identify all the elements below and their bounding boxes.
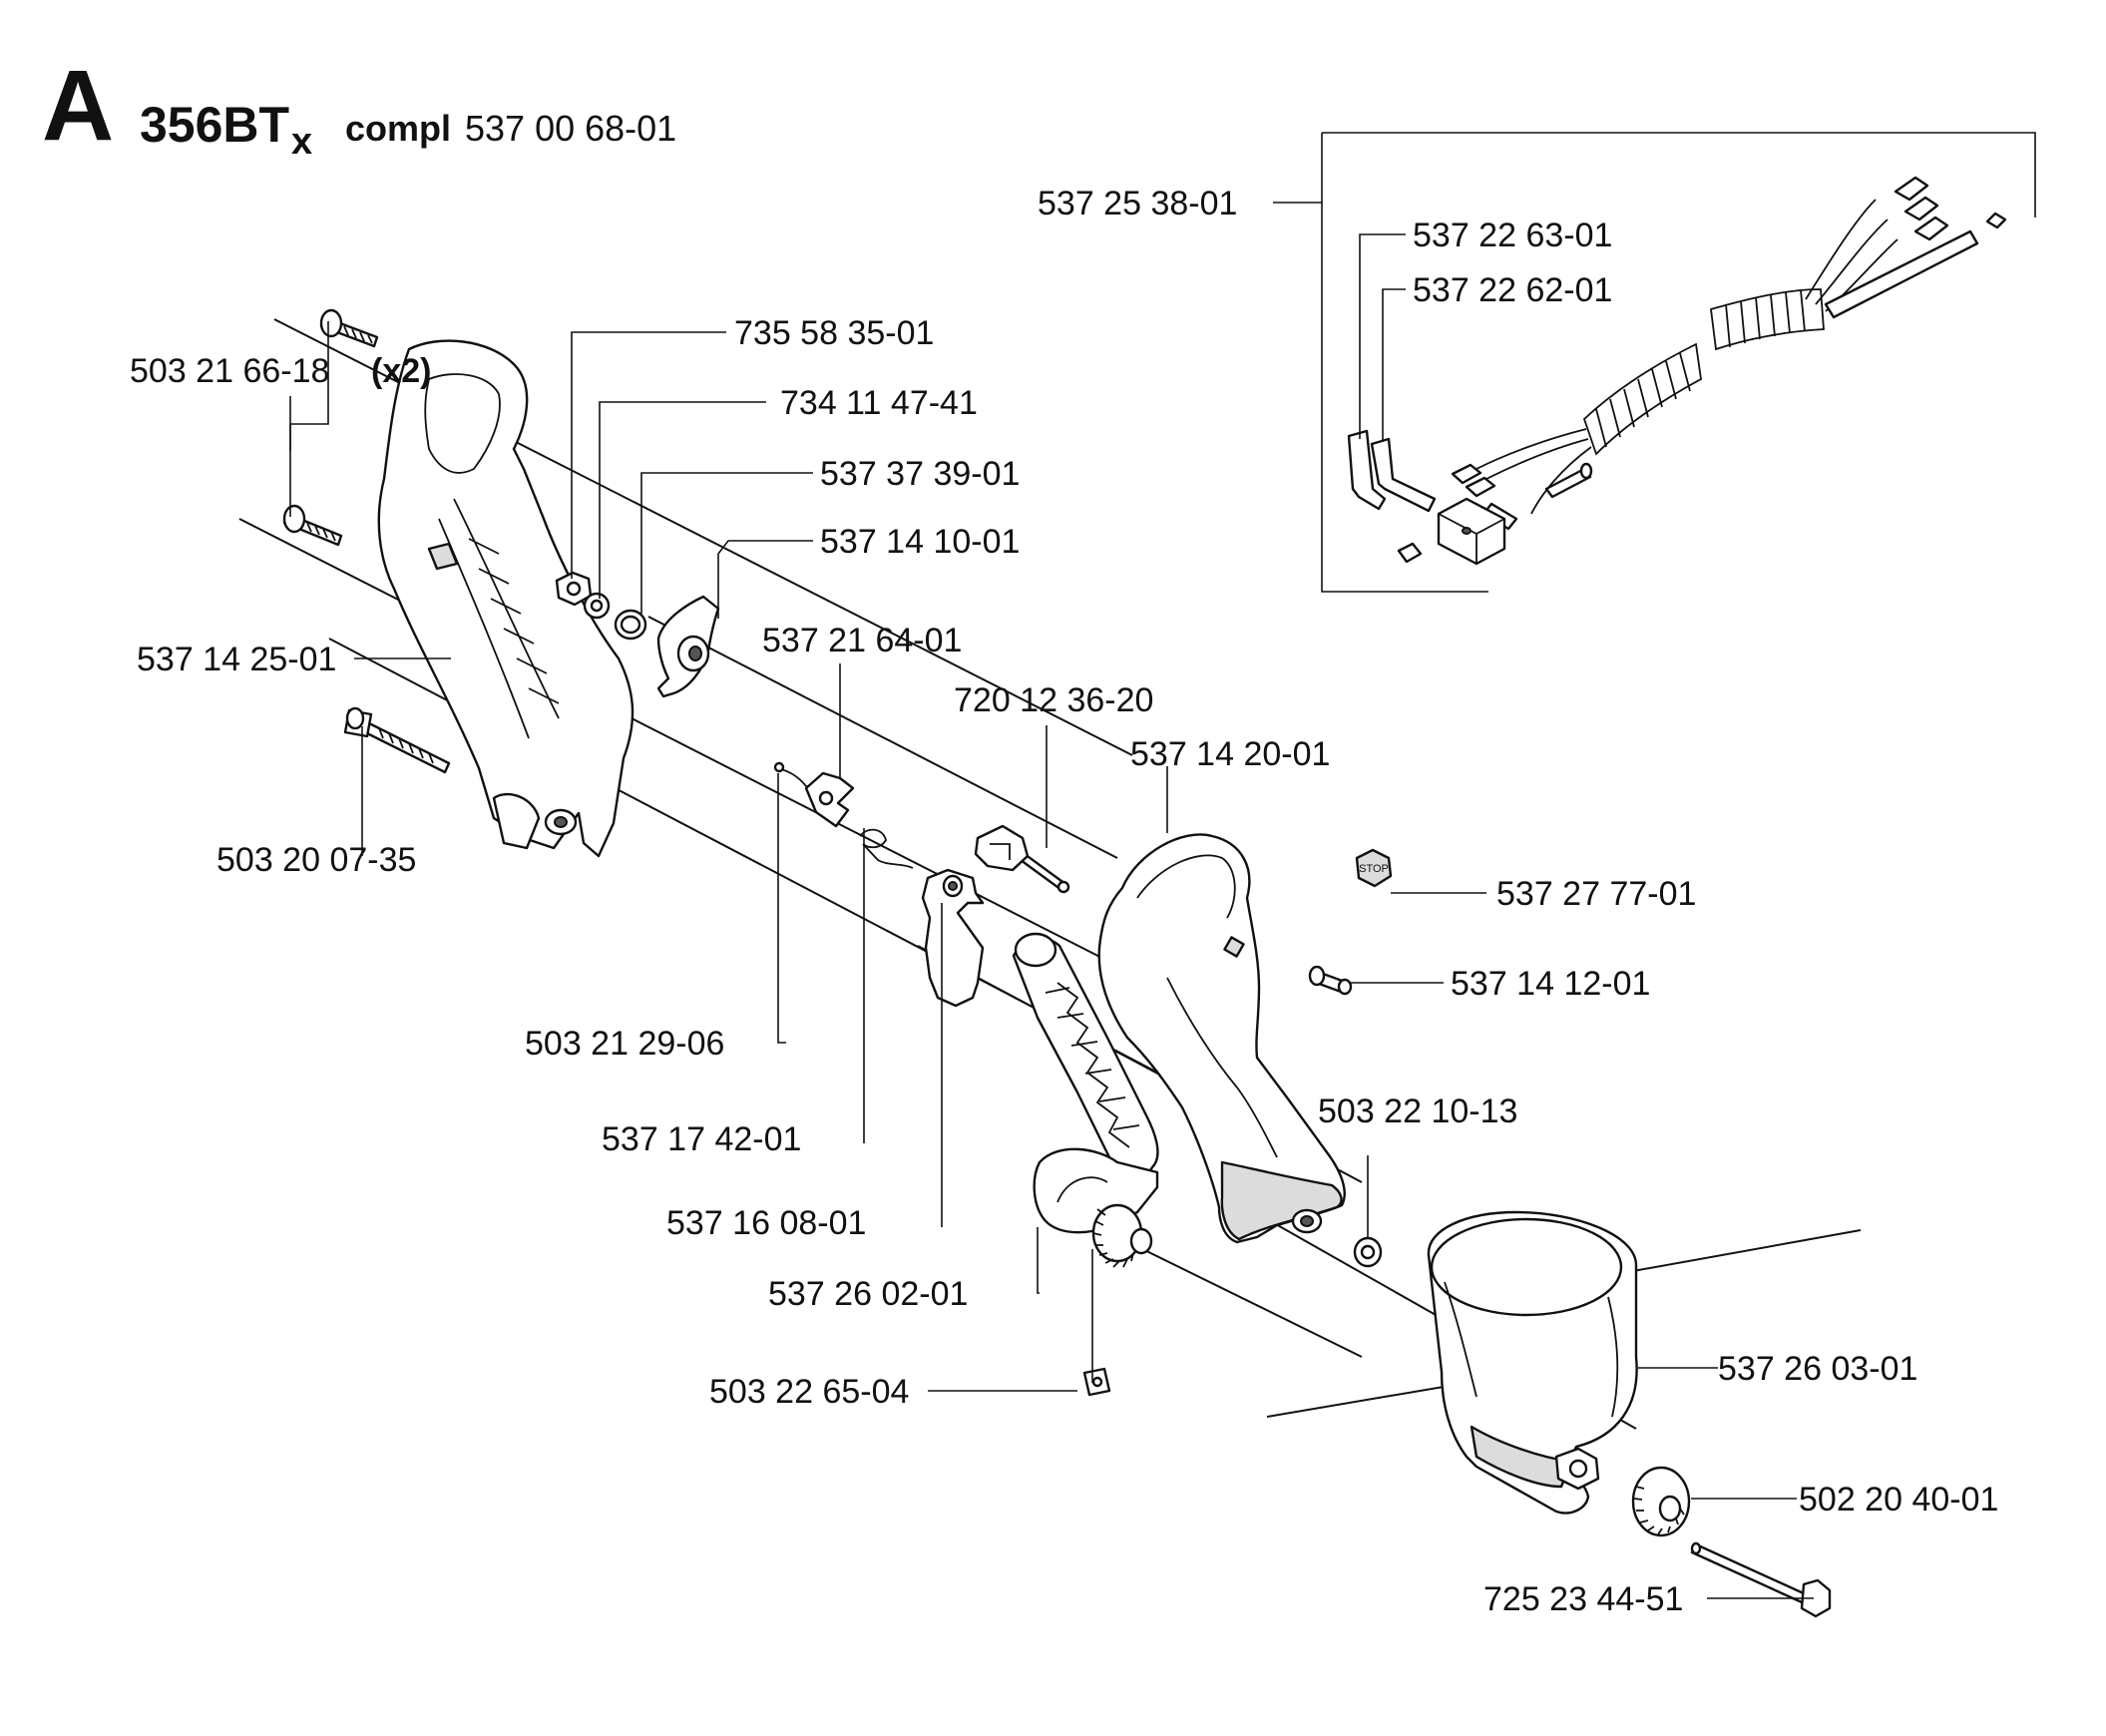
callout-503-21-66-18: 503 21 66-18 [130,352,329,390]
callout-537-14-20-01: 537 14 20-01 [1130,735,1330,773]
callout-537-14-25-01: 537 14 25-01 [137,641,336,678]
callout-537-26-02-01: 537 26 02-01 [768,1275,968,1313]
screw-537-14-12-01 [1308,965,1353,996]
knob-537-14-10-01 [656,595,720,698]
callout-503-20-07-35: 503 20 07-35 [216,841,416,879]
stop-switch-text: STOP [1359,863,1389,875]
callout-725-23-44-51: 725 23 44-51 [1483,1580,1683,1618]
callout-537-22-63-01: 537 22 63-01 [1413,217,1612,254]
handle-grip-537-14-20-01 [1097,833,1346,1244]
leader-lines [289,202,1814,1599]
screw-503-21-66-18-upper [319,308,379,348]
stop-switch-537-27-77-01: STOP [1355,848,1393,888]
model-name: 356BT [140,97,289,153]
throttle-lock-537-21-64-01 [804,771,855,828]
compl-number: 537 00 68-01 [465,108,676,149]
callout-503-21-29-06: 503 21 29-06 [525,1025,724,1063]
callout-537-25-38-01: 537 25 38-01 [1038,185,1237,222]
callout-537-21-64-01: 537 21 64-01 [762,622,962,659]
callout-502-20-40-01: 502 20 40-01 [1799,1481,1998,1519]
nut-503-22-10-13 [1353,1236,1383,1268]
model-subscript: x [291,121,312,163]
o-ring-537-37-39-01 [614,609,647,641]
screw-503-20-07-35 [343,706,451,774]
callout-720-12-36-20: 720 12 36-20 [954,681,1153,719]
wiring-harness-537-25-38-01 [1347,176,2007,566]
compl-label: compl [345,108,451,149]
callout-537-26-03-01: 537 26 03-01 [1718,1350,1917,1388]
washer-734-11-47-41 [583,592,611,620]
wiring-inset-box [1321,132,2036,593]
callout-503-21-66-18-qty: (x2) [371,352,431,390]
throttle-trigger-537-16-08-01 [921,824,1030,1008]
callout-537-27-77-01: 537 27 77-01 [1496,875,1696,913]
callout-537-14-12-01: 537 14 12-01 [1451,965,1650,1003]
callout-537-22-62-01: 537 22 62-01 [1413,271,1612,309]
callout-537-17-42-01: 537 17 42-01 [602,1120,801,1158]
clamp-ring-537-26-03-01 [1427,1210,1638,1515]
diagram-header: A 356BT x compl 537 00 68-01 [42,50,676,163]
spring-537-17-42-01 [859,828,914,869]
callout-537-14-10-01: 537 14 10-01 [820,523,1020,561]
handle-half-537-14-25-01 [377,339,634,858]
callout-734-11-47-41: 734 11 47-41 [780,384,978,422]
bolt-725-23-44-51 [1690,1541,1832,1618]
callout-735-58-35-01: 735 58 35-01 [734,314,934,352]
spring-503-21-29-06 [773,761,819,789]
callout-537-16-08-01: 537 16 08-01 [666,1204,866,1242]
callout-503-22-10-13: 503 22 10-13 [1318,1092,1517,1130]
square-nut-503-22-65-04 [1082,1367,1111,1397]
screw-503-21-66-18-lower [282,504,343,547]
callout-503-22-65-04: 503 22 65-04 [709,1373,909,1411]
knob-502-20-40-01 [1631,1466,1691,1537]
gear-bracket-end [1091,1203,1153,1268]
callout-537-37-39-01: 537 37 39-01 [820,455,1020,493]
callout-labels: 503 21 66-18 (x2) 735 58 35-01 734 11 47… [130,185,1998,1618]
section-letter: A [42,50,114,162]
